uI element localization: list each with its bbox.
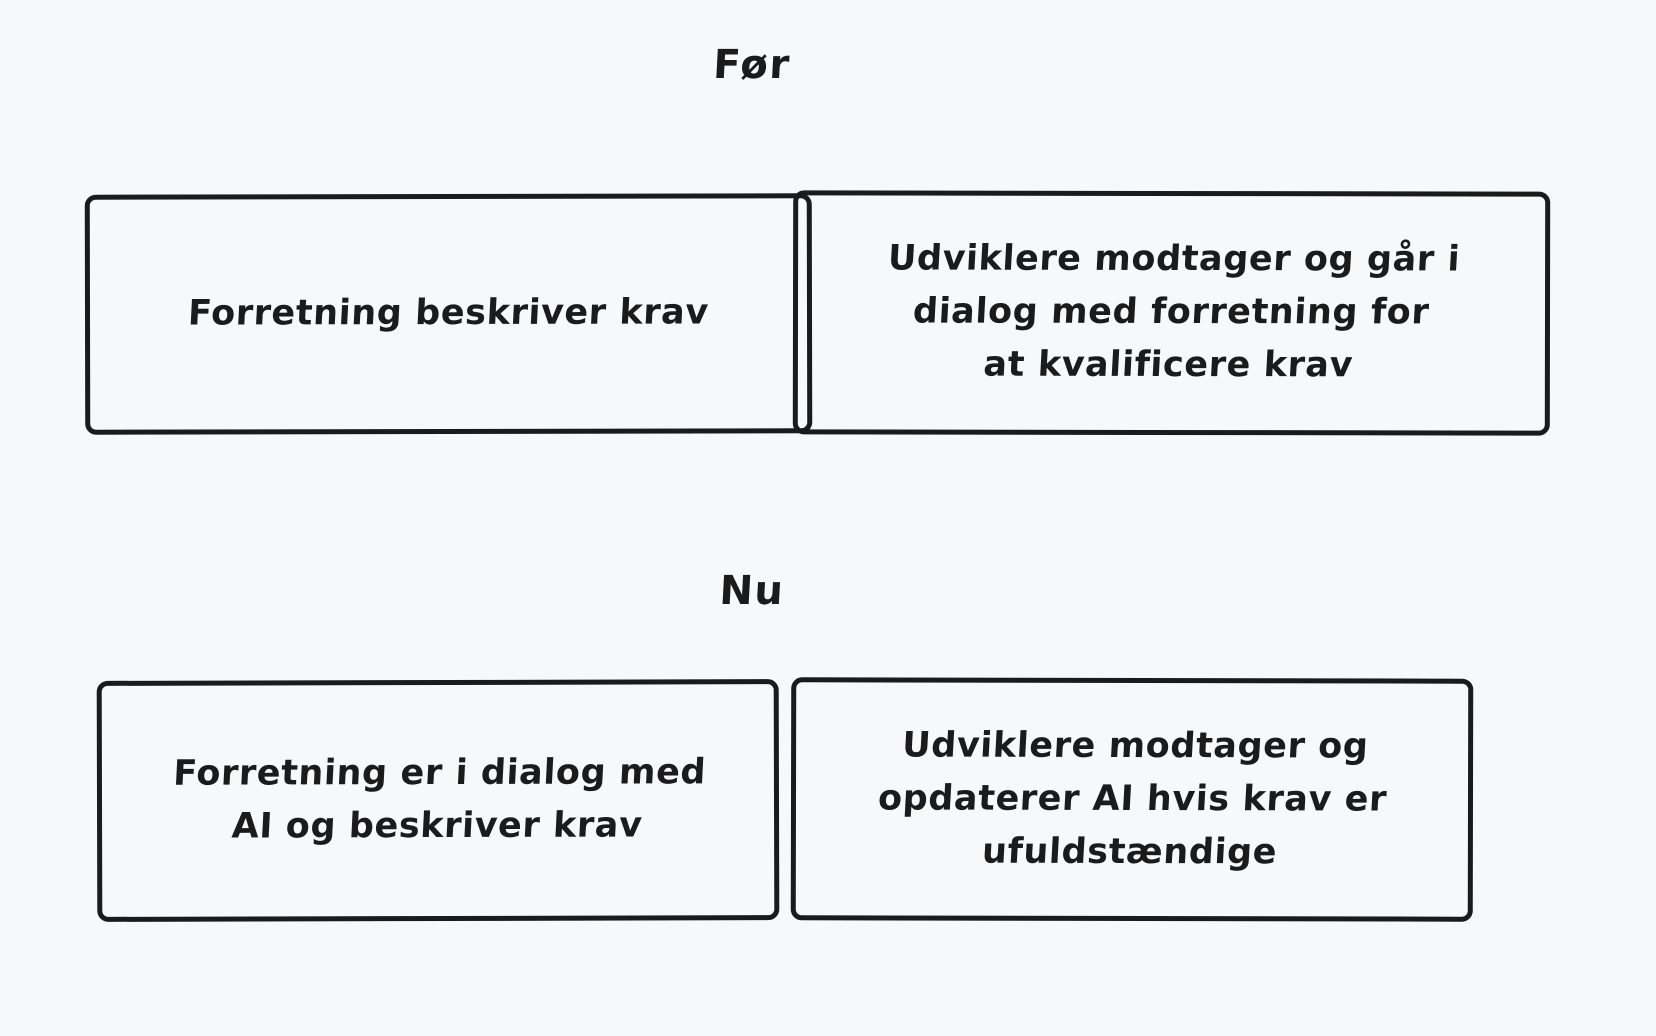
box-now-right-text: Udviklere modtager og opdaterer AI hvis … xyxy=(876,725,1388,873)
box-now-left-text: Forretning er i dialog med AI og beskriv… xyxy=(171,752,707,848)
box-now-left: Forretning er i dialog med AI og beskriv… xyxy=(96,679,780,922)
box-before-left-text: Forretning beskriver krav xyxy=(187,292,710,334)
box-before-right-text: Udviklere modtager og går i dialog med f… xyxy=(887,238,1462,386)
section-heading-before: Før xyxy=(712,42,792,88)
box-before-left: Forretning beskriver krav xyxy=(84,193,813,435)
box-now-right: Udviklere modtager og opdaterer AI hvis … xyxy=(790,677,1474,922)
section-heading-now: Nu xyxy=(718,568,786,614)
box-before-right: Udviklere modtager og går i dialog med f… xyxy=(792,190,1551,436)
